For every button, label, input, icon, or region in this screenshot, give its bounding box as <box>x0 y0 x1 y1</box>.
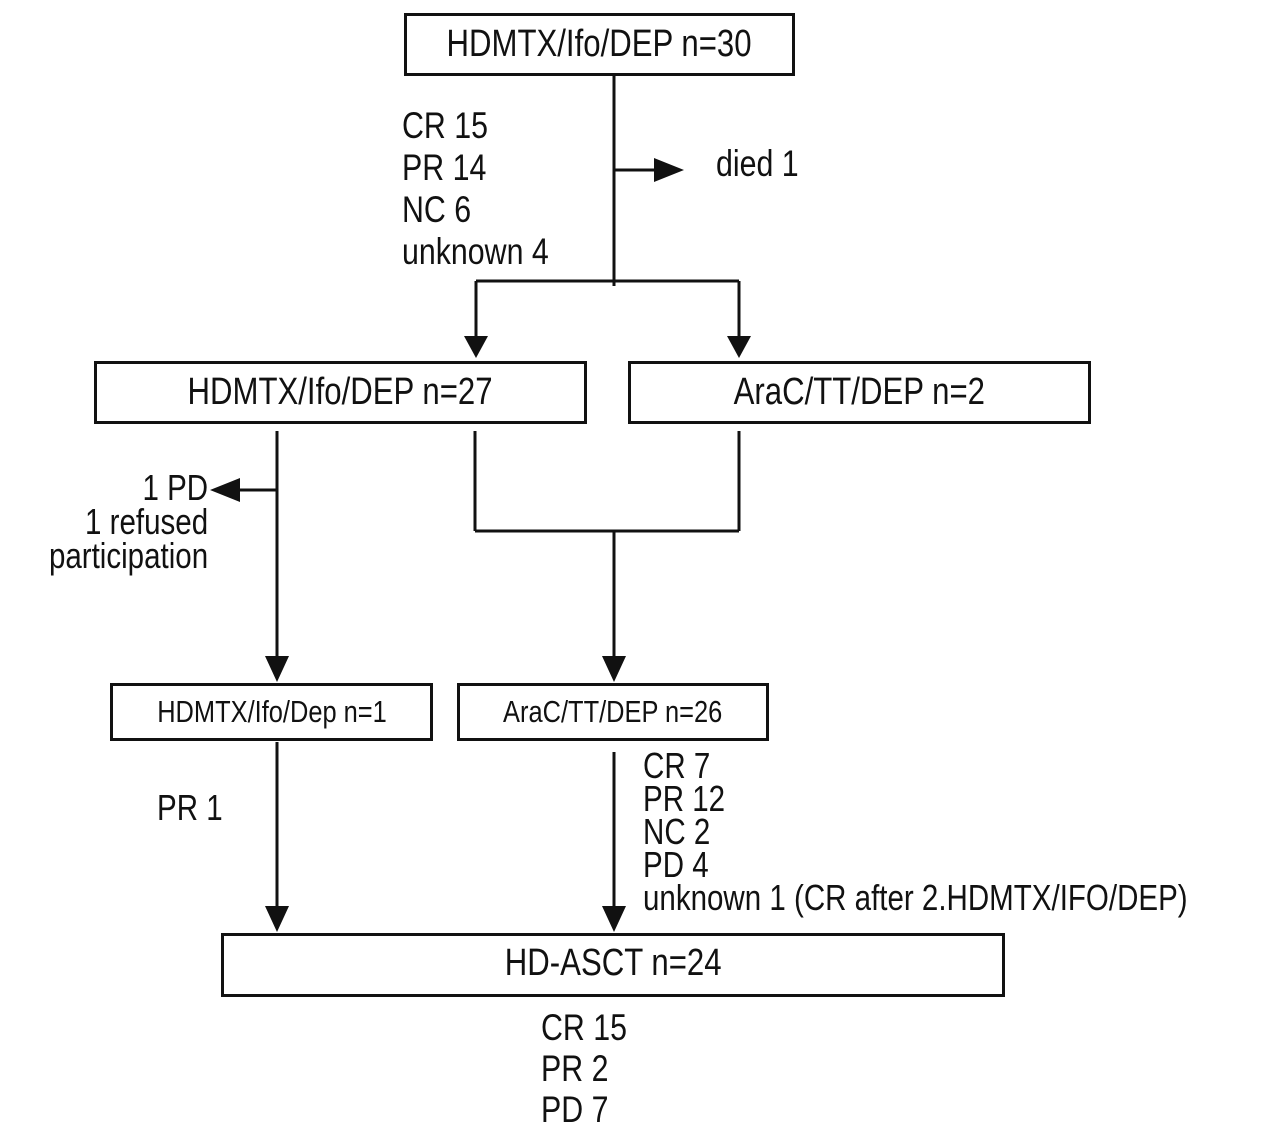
arrow-second-right <box>602 656 626 682</box>
box-branch-left: HDMTX/Ifo/DEP n=27 <box>94 361 587 424</box>
responses-second-right: CR 7 PR 12 NC 2 PD 4 unknown 1 (CR after… <box>643 745 1280 918</box>
response-line: PD 7 <box>541 1089 609 1130</box>
response-line: PD 4 <box>643 844 709 885</box>
box-start: HDMTX/Ifo/DEP n=30 <box>404 13 795 76</box>
arrow-final-left <box>265 906 289 932</box>
died-text: died 1 <box>716 143 799 184</box>
box-final: HD-ASCT n=24 <box>221 933 1005 997</box>
arrow-branch-left <box>464 336 488 358</box>
dropout-labels: 1 PD 1 refused participation <box>14 467 208 576</box>
box-final-label: HD-ASCT n=24 <box>504 942 722 984</box>
arrow-branch-right <box>727 336 751 358</box>
box-second-right: AraC/TT/DEP n=26 <box>457 683 769 741</box>
box-branch-right-label: AraC/TT/DEP n=2 <box>733 371 986 413</box>
dropout-line: 1 PD <box>142 467 208 508</box>
response-line: NC 6 <box>402 189 472 230</box>
arrow-died <box>654 158 684 182</box>
response-line: NC 2 <box>643 811 711 852</box>
responses-final: CR 15 PR 2 PD 7 <box>541 1009 646 1132</box>
response-line: unknown 4 <box>402 231 549 272</box>
response-line: PR 2 <box>541 1048 609 1089</box>
box-second-left: HDMTX/Ifo/Dep n=1 <box>110 683 433 741</box>
response-line: PR 14 <box>402 147 487 188</box>
arrow-final-right <box>602 906 626 932</box>
box-start-label: HDMTX/Ifo/DEP n=30 <box>446 23 753 65</box>
box-second-right-label: AraC/TT/DEP n=26 <box>503 694 723 729</box>
response-second-left: PR 1 <box>157 790 237 826</box>
arrow-second-left <box>265 656 289 682</box>
response-line: CR 7 <box>643 745 711 786</box>
box-branch-left-label: HDMTX/Ifo/DEP n=27 <box>187 371 494 413</box>
box-second-left-label: HDMTX/Ifo/Dep n=1 <box>156 694 387 729</box>
response-line: PR 12 <box>643 778 726 819</box>
box-branch-right: AraC/TT/DEP n=2 <box>628 361 1091 424</box>
response-line: unknown 1 (CR after 2.HDMTX/IFO/DEP) <box>643 877 1188 918</box>
response-second-left-text: PR 1 <box>157 787 223 828</box>
died-label: died 1 <box>716 145 817 182</box>
response-line: CR 15 <box>402 105 489 146</box>
dropout-line: 1 refused <box>84 501 208 542</box>
dropout-line: participation <box>48 535 208 576</box>
responses-after-start: CR 15 PR 14 NC 6 unknown 4 <box>402 107 581 275</box>
response-line: CR 15 <box>541 1007 628 1048</box>
arrow-dropout <box>210 478 240 502</box>
